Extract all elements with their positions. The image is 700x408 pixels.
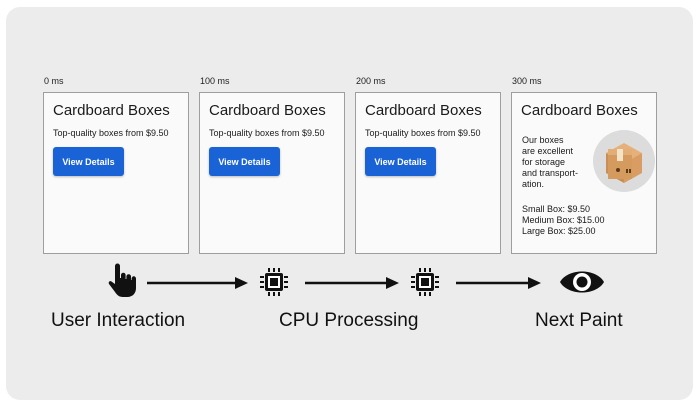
cpu-processing-label: CPU Processing [279, 310, 419, 331]
frame-200ms: Cardboard Boxes Top-quality boxes from $… [355, 92, 501, 254]
description-line: are excellent [522, 146, 574, 156]
frame-300ms: Cardboard Boxes Our boxes are excellent … [511, 92, 657, 254]
eye-icon [560, 271, 604, 293]
time-label-100ms: 100 ms [200, 76, 230, 86]
cpu-chip-icon [411, 268, 439, 296]
description-line: Our boxes [522, 135, 564, 145]
cardboard-box-image [593, 130, 655, 192]
price-medium: Medium Box: $15.00 [522, 215, 605, 225]
time-label-0ms: 0 ms [44, 76, 64, 86]
product-subtitle: Top-quality boxes from $9.50 [209, 128, 325, 138]
price-small: Small Box: $9.50 [522, 204, 591, 214]
price-large: Large Box: $25.00 [522, 226, 596, 236]
product-title: Cardboard Boxes [365, 102, 482, 119]
product-subtitle: Top-quality boxes from $9.50 [365, 128, 481, 138]
product-subtitle: Top-quality boxes from $9.50 [53, 128, 169, 138]
arrow-3 [456, 276, 542, 295]
view-details-button[interactable]: View Details [365, 147, 436, 176]
description-line: ation. [522, 179, 545, 189]
view-details-button[interactable]: View Details [209, 147, 280, 176]
description-line: for storage [522, 157, 566, 167]
product-title: Cardboard Boxes [209, 102, 326, 119]
cpu-chip-icon [260, 268, 288, 296]
frame-0ms: Cardboard Boxes Top-quality boxes from $… [43, 92, 189, 254]
view-details-button[interactable]: View Details [53, 147, 124, 176]
arrow-2 [305, 276, 400, 295]
frame-100ms: Cardboard Boxes Top-quality boxes from $… [199, 92, 345, 254]
product-description: Our boxes are excellent for storage and … [522, 135, 602, 190]
product-title: Cardboard Boxes [53, 102, 170, 119]
user-interaction-label: User Interaction [51, 310, 186, 331]
product-title: Cardboard Boxes [521, 102, 638, 119]
pointing-hand-icon [108, 263, 136, 297]
next-paint-label: Next Paint [535, 310, 623, 331]
time-label-300ms: 300 ms [512, 76, 542, 86]
time-label-200ms: 200 ms [356, 76, 386, 86]
description-line: and transport- [522, 168, 579, 178]
price-list: Small Box: $9.50 Medium Box: $15.00 Larg… [522, 204, 605, 237]
arrow-1 [147, 276, 249, 295]
